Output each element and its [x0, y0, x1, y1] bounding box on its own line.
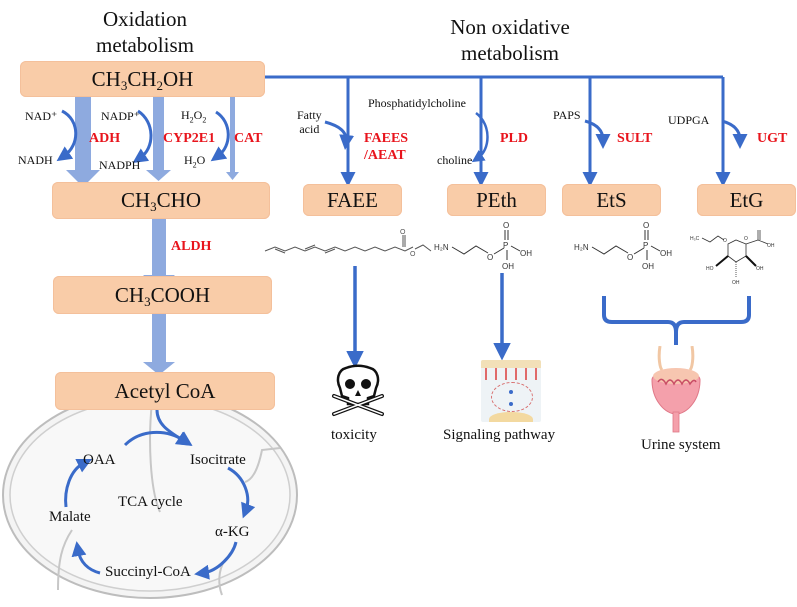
ethanol-box: CH3CH2OH [20, 61, 265, 97]
cyp2e1-thick-arrow [146, 97, 171, 181]
oxidation-heading: Oxidation metabolism [55, 6, 235, 58]
peth-p: P [503, 241, 508, 250]
faee-o-top: O [400, 229, 406, 236]
oaa-to-isocitrate-arrow [123, 430, 193, 447]
etg-oh-right: OH [756, 266, 764, 272]
udpga-label: UDPGA [668, 113, 710, 127]
cyp2e1-cofactor-curve [132, 109, 153, 164]
etg-oh-bottom: OH [732, 280, 740, 286]
isocitrate-to-akg-arrow [227, 466, 256, 519]
ets-o: O [627, 253, 633, 262]
choline-label: choline [437, 153, 473, 167]
cat-cofactor-curve [210, 110, 230, 162]
tca-akg: α-KG [215, 524, 250, 540]
peth-oh-bottom: OH [502, 262, 514, 271]
adh-cofactor-curve [56, 109, 78, 162]
non-oxidative-heading-line1: Non oxidative [450, 15, 570, 39]
etg-o-link: O [723, 238, 727, 244]
faee-o-ester: O [410, 251, 416, 258]
urine-caption: Urine system [641, 437, 721, 453]
ets-h2n: H₂N [574, 243, 589, 252]
acetic-acid-box: CH3COOH [53, 276, 272, 314]
tca-oaa: OAA [83, 452, 116, 468]
non-oxidative-heading: Non oxidative metabolism [400, 14, 620, 66]
enzyme-cat: CAT [234, 131, 263, 146]
enzyme-faees-aeat: FAEES /AEAT [364, 131, 409, 163]
peth-structure: H₂N O P O OH OH [434, 221, 532, 271]
enzyme-sult: SULT [617, 131, 653, 146]
ets-oh-right: OH [660, 249, 672, 258]
ethanol-formula: CH3CH2OH [91, 66, 194, 93]
product-box-faee: FAEE [303, 184, 402, 216]
product-box-ets: EtS [562, 184, 661, 216]
h2o-label: H2O [184, 153, 206, 170]
enzyme-ugt: UGT [757, 131, 788, 146]
cat-thin-arrow [226, 97, 239, 180]
skull-crossbones-icon [332, 364, 384, 416]
ets-p: P [643, 241, 648, 250]
acetaldehyde-formula: CH3CHO [120, 188, 202, 214]
ets-o-top: O [643, 221, 649, 230]
fatty-acid-label: Fatty acid [297, 108, 322, 136]
acetaldehyde-box: CH3CHO [52, 182, 270, 219]
akg-to-succinyl-arrow [194, 541, 238, 580]
product-box-peth: PEth [447, 184, 546, 216]
nadh-label: NADH [18, 153, 53, 167]
acetate-thick-arrow [143, 314, 175, 375]
ets-oh-bottom: OH [642, 262, 654, 271]
phosphatidylcholine-curve [471, 112, 489, 163]
tca-center-label: TCA cycle [118, 494, 183, 510]
malate-to-oaa-arrow [64, 458, 93, 508]
phosphatidylcholine-label: Phosphatidylcholine [368, 96, 466, 110]
tca-malate: Malate [49, 509, 91, 525]
tca-succinyl-coa: Succinyl-CoA [105, 564, 191, 580]
peth-oh-right: OH [520, 249, 532, 258]
enzyme-pld: PLD [500, 131, 528, 146]
ets-structure: H₂N O P O OH OH [574, 221, 672, 271]
etg-ho: HO [706, 266, 714, 272]
peth-h2n: H₂N [434, 243, 449, 252]
bladder-icon [651, 346, 701, 433]
product-box-etg: EtG [697, 184, 796, 216]
etg-o-ring: O [744, 236, 748, 242]
enzyme-aldh: ALDH [171, 239, 212, 254]
adh-thick-arrow [66, 97, 100, 187]
fatty-acid-curve [324, 120, 355, 150]
oxidation-heading-line2: metabolism [96, 33, 194, 57]
etg-structure: H₃C O O OH HO OH OH [690, 230, 775, 286]
acetyl-coa-box: Acetyl CoA [55, 372, 275, 410]
nadp-plus-label: NADP⁺ [101, 109, 141, 123]
paps-curve [584, 119, 611, 149]
enzyme-cyp2e1: CYP2E1 [163, 131, 216, 146]
nadph-label: NADPH [99, 158, 141, 172]
h2o2-label: H2O2 [181, 108, 207, 125]
signaling-pathway-image [481, 360, 541, 422]
urine-bracket [602, 296, 751, 345]
enzyme-adh: ADH [89, 131, 121, 146]
non-oxidative-heading-line2: metabolism [461, 41, 559, 65]
succinyl-to-malate-arrow [71, 541, 101, 575]
toxicity-caption: toxicity [331, 427, 377, 443]
udpga-curve [721, 119, 748, 149]
tca-isocitrate: Isocitrate [190, 452, 246, 468]
signaling-caption: Signaling pathway [443, 427, 556, 443]
peth-o: O [487, 253, 493, 262]
peth-o-top: O [503, 221, 509, 230]
oxidation-heading-line1: Oxidation [103, 7, 187, 31]
faee-structure: O O [264, 229, 432, 258]
etg-oh-acid: OH [767, 243, 775, 249]
etg-h3c: H₃C [690, 236, 700, 242]
acetic-acid-formula: CH3COOH [114, 282, 211, 309]
nad-plus-label: NAD⁺ [25, 109, 58, 123]
paps-label: PAPS [553, 108, 581, 122]
acetyl-coa-label: Acetyl CoA [114, 378, 216, 403]
